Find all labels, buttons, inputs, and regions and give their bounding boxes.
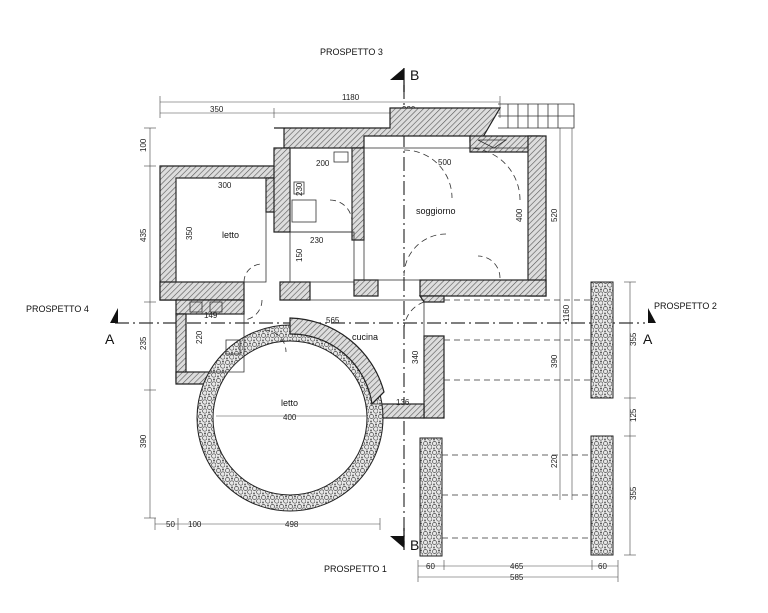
section-label-b-bottom: B — [410, 537, 419, 553]
dim-right-1160: 1160 — [562, 304, 571, 322]
section-label-b-top: B — [410, 67, 419, 83]
round-room-walls — [196, 317, 385, 512]
dim-right-390: 390 — [550, 354, 559, 368]
dim-left-235: 235 — [139, 336, 148, 350]
dim-left-435: 435 — [139, 228, 148, 242]
dim-bottom-50: 50 — [166, 520, 175, 529]
dim-far-355-top: 355 — [629, 332, 638, 346]
dim-top-left: 350 — [210, 105, 224, 114]
dim-bottom-585: 585 — [510, 573, 524, 582]
dim-top-total: 1180 — [342, 93, 360, 102]
dim-far-355-bottom: 355 — [629, 486, 638, 500]
exterior-stairs — [498, 103, 575, 129]
dim-round-400: 400 — [283, 413, 297, 422]
room-soggiorno: soggiorno — [416, 206, 456, 216]
section-marker-b-bottom — [390, 528, 405, 550]
dim-bottom-60-left: 60 — [426, 562, 435, 571]
dim-cucina-340: 340 — [411, 350, 420, 364]
dim-bottom-465: 465 — [510, 562, 524, 571]
room-cucina: cucina — [352, 332, 378, 342]
dim-left-390: 390 — [139, 434, 148, 448]
dim-bath-h: 230 — [295, 182, 304, 196]
bottom-dimension-chain — [154, 518, 381, 530]
dim-far-125: 125 — [629, 408, 638, 422]
elevation-label-left: PROSPETTO 4 — [26, 304, 89, 314]
dim-letto-h: 350 — [185, 226, 194, 240]
dim-wc-149: 149 — [204, 311, 218, 320]
room-letto-nw: letto — [222, 230, 239, 240]
dim-right-220: 220 — [550, 454, 559, 468]
bath-fixtures — [189, 139, 508, 355]
right-dimension-chains — [559, 128, 636, 556]
dim-sogg-h: 400 — [515, 208, 524, 222]
dim-bottom-498: 498 — [285, 520, 299, 529]
dim-letto-w: 300 — [218, 181, 232, 190]
section-label-a-right: A — [643, 331, 653, 347]
section-marker-b-top — [390, 68, 405, 92]
dim-left-100: 100 — [139, 138, 148, 152]
section-marker-a-left — [110, 308, 118, 323]
dim-cucina-565: 565 — [326, 316, 340, 325]
dim-hall-h: 150 — [295, 248, 304, 262]
section-label-a-left: A — [105, 331, 115, 347]
dim-right-520: 520 — [550, 208, 559, 222]
dim-bath-w: 200 — [316, 159, 330, 168]
dim-wc-220: 220 — [195, 330, 204, 344]
dim-bottom-100: 100 — [188, 520, 202, 529]
pergola — [419, 281, 614, 557]
section-marker-a-right — [648, 308, 656, 323]
door-swings — [243, 147, 521, 353]
room-letto-round: letto — [281, 398, 298, 408]
elevation-label-right: PROSPETTO 2 — [654, 301, 717, 311]
bottom-right-dimension-chain — [417, 560, 619, 582]
dim-bottom-60-right: 60 — [598, 562, 607, 571]
elevation-label-bottom: PROSPETTO 1 — [324, 564, 387, 574]
dim-sogg-w: 500 — [438, 158, 452, 167]
walls — [159, 107, 547, 419]
dim-hall-w: 230 — [310, 236, 324, 245]
dim-round-136: 136 — [396, 398, 410, 407]
elevation-label-top: PROSPETTO 3 — [320, 47, 383, 57]
inner-outlines — [175, 147, 529, 405]
